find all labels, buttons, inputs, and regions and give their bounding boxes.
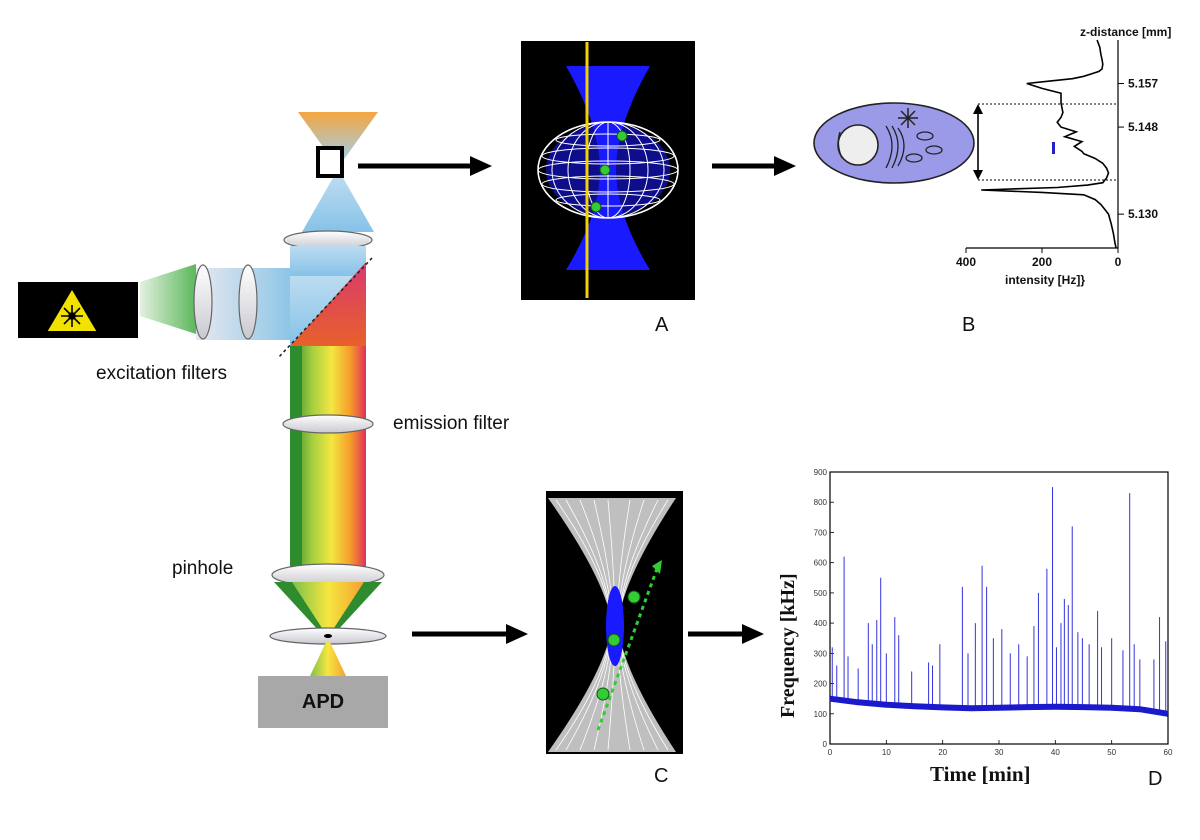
chart-d-x-tick-label: 40 bbox=[1051, 748, 1060, 757]
flow-arrows bbox=[358, 156, 796, 644]
excitation-filter-ring-2 bbox=[238, 264, 258, 340]
chart-d-y-tick-label: 100 bbox=[814, 710, 828, 719]
chart-d-y-label: Frequency [kHz] bbox=[777, 573, 799, 718]
chart-d-x-label: Time [min] bbox=[930, 762, 1031, 786]
panel-b-label: B bbox=[962, 314, 976, 336]
wireframe-ellipsoid bbox=[537, 121, 679, 219]
chart-b-y-tick-label: 5.157 bbox=[1128, 77, 1158, 91]
panel-a-focal-volume bbox=[521, 41, 695, 300]
molecule-trajectory bbox=[596, 565, 660, 731]
dichroic-mirror bbox=[277, 257, 373, 359]
chart-d-y-tick-label: 800 bbox=[814, 498, 828, 507]
molecule-3 bbox=[590, 201, 602, 213]
diffusing-molecule-1 bbox=[596, 687, 610, 701]
cell-organelle-2 bbox=[925, 145, 943, 155]
chart-b-x-tick-label: 200 bbox=[1032, 255, 1052, 269]
panel-c-label: C bbox=[654, 765, 669, 787]
cell-nucleus bbox=[837, 124, 879, 166]
focal-volume-square bbox=[316, 146, 344, 178]
emission-filter-label: emission filter bbox=[393, 413, 510, 434]
chart-d-x-tick-label: 10 bbox=[882, 748, 891, 757]
cell-golgi bbox=[885, 125, 905, 169]
converging-cone-inner bbox=[292, 582, 364, 628]
laser-source bbox=[18, 282, 138, 338]
profile-marker bbox=[1052, 142, 1055, 154]
chart-b-y-tick-label: 5.148 bbox=[1128, 120, 1158, 134]
apd-cone bbox=[310, 642, 346, 676]
emission-filter-ring bbox=[282, 414, 374, 434]
chart-d-y-tick-label: 900 bbox=[814, 468, 828, 477]
excitation-cone bbox=[140, 264, 196, 334]
chart-d-y-tick-label: 700 bbox=[814, 528, 828, 537]
chart-d-x-tick-label: 30 bbox=[995, 748, 1004, 757]
chart-d-y-tick-label: 400 bbox=[814, 619, 828, 628]
chart-d-x-tick-label: 50 bbox=[1107, 748, 1116, 757]
chart-b-y-tick-label: 5.130 bbox=[1128, 207, 1158, 221]
chart-d-y-tick-label: 500 bbox=[814, 589, 828, 598]
chart-b-x-label: intensity [Hz]} bbox=[1005, 273, 1085, 287]
chart-b-x-tick-label: 0 bbox=[1115, 255, 1122, 269]
cell-organelle-1 bbox=[916, 131, 934, 141]
panel-d-label: D bbox=[1148, 768, 1163, 790]
diffusing-molecule-2 bbox=[607, 633, 621, 647]
laser-starburst bbox=[61, 305, 83, 327]
detection-cone-top bbox=[548, 498, 676, 625]
panel-c-pinhole-view bbox=[546, 491, 683, 754]
chart-d-y-tick-label: 600 bbox=[814, 559, 828, 568]
pinhole-label: pinhole bbox=[172, 558, 234, 579]
chart-d-x-tick-label: 60 bbox=[1164, 748, 1173, 757]
chart-b-x-tick-label: 400 bbox=[956, 255, 976, 269]
emission-beam-edge bbox=[290, 346, 302, 568]
panel-b-cell-scan: 400 200 0 5.157 5.148 5.130 z-distance [mm] i… bbox=[813, 25, 1171, 287]
intensity-profile-chart: 400 200 0 5.157 5.148 5.130 z-distance [mm] i… bbox=[956, 25, 1171, 287]
molecule-1 bbox=[616, 130, 628, 142]
beam-upper-segment bbox=[290, 246, 366, 276]
chart-d-y-tick-label: 300 bbox=[814, 649, 828, 658]
baseline-trace bbox=[829, 695, 1169, 717]
apd-detector: APD bbox=[258, 676, 388, 728]
chart-d-y-tick-label: 0 bbox=[823, 740, 828, 749]
apd-label: APD bbox=[301, 690, 345, 713]
molecule-2 bbox=[599, 164, 611, 176]
microscope-setup bbox=[140, 112, 387, 676]
detection-focal-volume bbox=[606, 586, 624, 666]
panel-a-label: A bbox=[655, 314, 669, 336]
chart-d-x-tick-label: 20 bbox=[938, 748, 947, 757]
chart-b-y-label: z-distance [mm] bbox=[1080, 25, 1171, 39]
chart-d-y-tick-label: 200 bbox=[814, 680, 828, 689]
diffusing-molecule-3 bbox=[627, 590, 641, 604]
pinhole-aperture bbox=[324, 634, 332, 638]
emission-beam bbox=[290, 346, 366, 568]
excitation-filters-label: excitation filters bbox=[96, 363, 227, 384]
cell-centrosome bbox=[898, 108, 918, 128]
excitation-filter-ring-1 bbox=[193, 264, 213, 340]
objective-focus-cone-lower bbox=[302, 176, 374, 232]
cell-organelle-3 bbox=[905, 153, 923, 163]
intensity-profile-line bbox=[981, 39, 1117, 249]
objective-focus-cone-upper bbox=[298, 112, 378, 162]
chart-d-x-tick-label: 0 bbox=[828, 748, 833, 757]
